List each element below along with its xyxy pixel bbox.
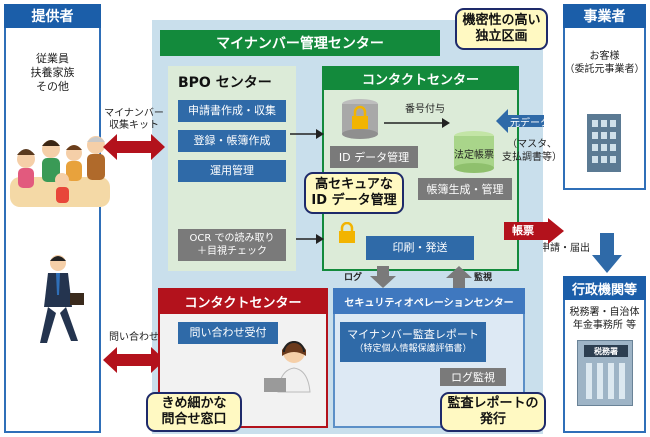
callout-line: 独立区画 xyxy=(475,29,528,44)
tax-office-sign: 税務署 xyxy=(584,345,628,357)
inquiry-accept: 問い合わせ受付 xyxy=(178,322,278,344)
soc-title: セキュリティオペレーションセンター xyxy=(333,288,525,314)
lock-server-icon xyxy=(342,99,378,139)
kit-label: マイナンバー 収集キット xyxy=(102,108,166,132)
callout-line: 問合せ窓口 xyxy=(161,412,227,427)
soc-report: マイナンバー監査レポート （特定個人情報保護評価書） xyxy=(340,322,486,362)
provider-header: 提供者 xyxy=(4,4,101,28)
left-arrow-icon xyxy=(496,109,544,133)
callout-line: 高セキュアな xyxy=(315,177,393,192)
callout-line: きめ細かな xyxy=(161,396,227,411)
ledger-tag: 帳票 xyxy=(512,224,534,237)
inquiry-label: 問い合わせ xyxy=(109,332,159,343)
business-header: 事業者 xyxy=(563,4,646,28)
origin-detail-line: （マスタ、 xyxy=(507,139,557,150)
gov-header: 行政機関等 xyxy=(563,276,646,300)
up-arrow-icon xyxy=(446,266,472,288)
origin-data-detail: （マスタ、 支払調書等） xyxy=(499,138,565,164)
ocr-line: OCR での読み取り xyxy=(189,233,275,244)
provider-panel xyxy=(4,4,101,433)
soc-report-title: マイナンバー監査レポート xyxy=(347,328,479,341)
right-arrow-icon xyxy=(290,129,324,139)
gov-line: 税務署・自治体 xyxy=(569,307,640,318)
origin-detail-line: 支払調書等） xyxy=(502,152,562,163)
office-building-icon xyxy=(587,114,621,172)
ocr-line: ＋目視チェック xyxy=(196,246,267,257)
right-arrow-icon xyxy=(296,234,324,244)
business-line: お客様 xyxy=(589,51,620,62)
ledger-generation: 帳簿生成・管理 xyxy=(418,178,512,200)
provider-line: その他 xyxy=(36,80,69,93)
ledger-arrow-icon xyxy=(504,218,564,244)
contact-top-title: コンタクトセンター xyxy=(322,66,519,90)
mynumber-center-title: マイナンバー管理センター xyxy=(160,30,440,56)
callout-line: 発行 xyxy=(479,412,506,427)
right-arrow-icon xyxy=(384,118,450,128)
ledger-server-icon xyxy=(454,131,494,173)
provider-lines: 従業員 扶養家族 その他 xyxy=(4,52,101,94)
provider-line: 扶養家族 xyxy=(30,66,75,79)
operator-illustration xyxy=(264,341,311,393)
log-monitor: ログ監視 xyxy=(440,368,506,386)
provider-line: 従業員 xyxy=(36,52,69,65)
bpo-title: BPO センター xyxy=(178,75,272,91)
apply-label: 申請・届出 xyxy=(540,243,590,254)
kit-label-line: マイナンバー xyxy=(104,108,164,119)
bpo-item-apply: 申請書作成・収集 xyxy=(178,100,286,122)
down-arrow-icon xyxy=(592,233,622,273)
id-data-management: ID データ管理 xyxy=(330,146,418,168)
print-send: 印刷・発送 xyxy=(366,236,474,260)
bpo-item-operation: 運用管理 xyxy=(178,160,286,182)
bpo-item-register: 登録・帳簿作成 xyxy=(178,130,286,152)
ledger-label: 法定帳票 xyxy=(454,150,494,161)
id-callout: 高セキュアな ID データ管理 xyxy=(304,172,404,214)
business-line: （委託元事業者） xyxy=(564,64,645,75)
gov-line: 年金事務所 等 xyxy=(572,320,637,331)
double-arrow-icon xyxy=(103,134,165,160)
numbering-label: 番号付与 xyxy=(405,104,445,115)
double-arrow-icon xyxy=(103,347,165,373)
audit-callout: 監査レポートの 発行 xyxy=(440,392,546,432)
tax-office-windows xyxy=(586,363,626,399)
callout-line: 機密性の高い xyxy=(462,13,541,28)
callout-line: 監査レポートの xyxy=(447,396,539,411)
tax-office-building: 税務署 xyxy=(577,340,633,406)
monitor-label: 監視 xyxy=(474,273,493,283)
contact-callout: きめ細かな 問合せ窓口 xyxy=(146,392,242,432)
bpo-ocr: OCR での読み取り ＋目視チェック xyxy=(178,229,286,261)
gov-lines: 税務署・自治体 年金事務所 等 xyxy=(563,306,646,332)
business-lines: お客様 （委託元事業者） xyxy=(563,50,646,76)
contact-bottom-title: コンタクトセンター xyxy=(158,288,328,314)
small-lock-icon xyxy=(339,222,355,243)
family-illustration xyxy=(10,136,110,207)
down-arrow-icon xyxy=(370,266,396,288)
secure-zone-callout: 機密性の高い 独立区画 xyxy=(455,8,548,50)
callout-line: ID データ管理 xyxy=(311,193,397,208)
origin-data-title: 元データ xyxy=(510,118,550,129)
log-label: ログ xyxy=(344,273,363,283)
kit-label-line: 収集キット xyxy=(109,120,159,131)
soc-report-sub: （特定個人情報保護評価書） xyxy=(354,344,472,354)
businessman-illustration xyxy=(40,255,84,343)
